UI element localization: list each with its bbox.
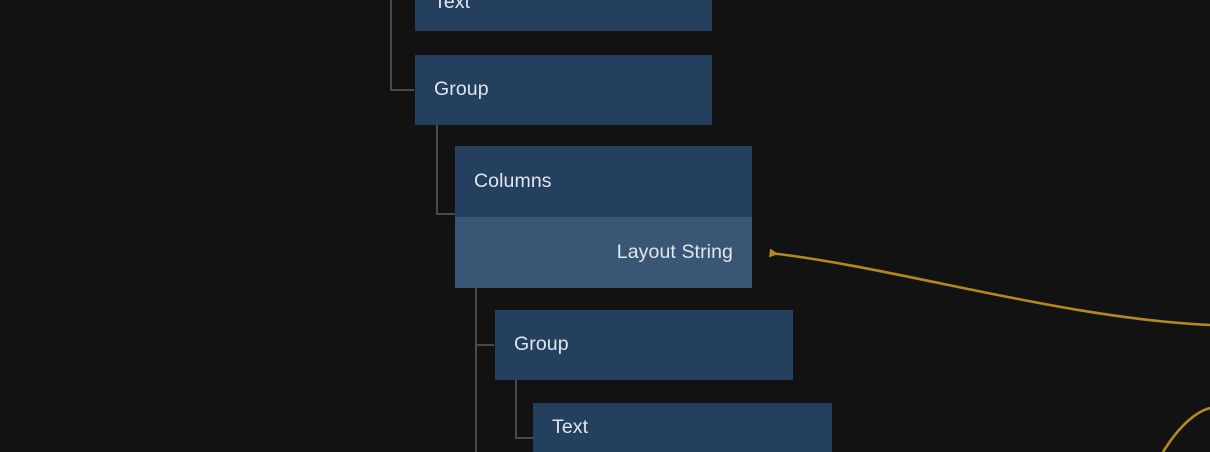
node-title: Text (552, 415, 589, 438)
node-title: Group (434, 78, 489, 101)
node-group-2[interactable]: Group (495, 310, 793, 380)
socket-label: Layout String (616, 240, 733, 263)
node-text-top[interactable]: Text (415, 0, 712, 31)
node-title: Text (434, 0, 471, 13)
node-title: Group (514, 333, 569, 356)
edge-lower (1161, 406, 1210, 452)
edge-layout-string (768, 248, 1210, 327)
node-title: Columns (474, 169, 552, 192)
tree-connector-group-1 (390, 0, 416, 91)
node-group-1[interactable]: Group (415, 55, 712, 125)
tree-connector-group-2 (475, 288, 497, 452)
node-text-bottom[interactable]: Text (533, 403, 832, 452)
node-columns[interactable]: Columns Layout String (455, 146, 752, 288)
socket-layout-string[interactable]: Layout String (455, 217, 752, 288)
